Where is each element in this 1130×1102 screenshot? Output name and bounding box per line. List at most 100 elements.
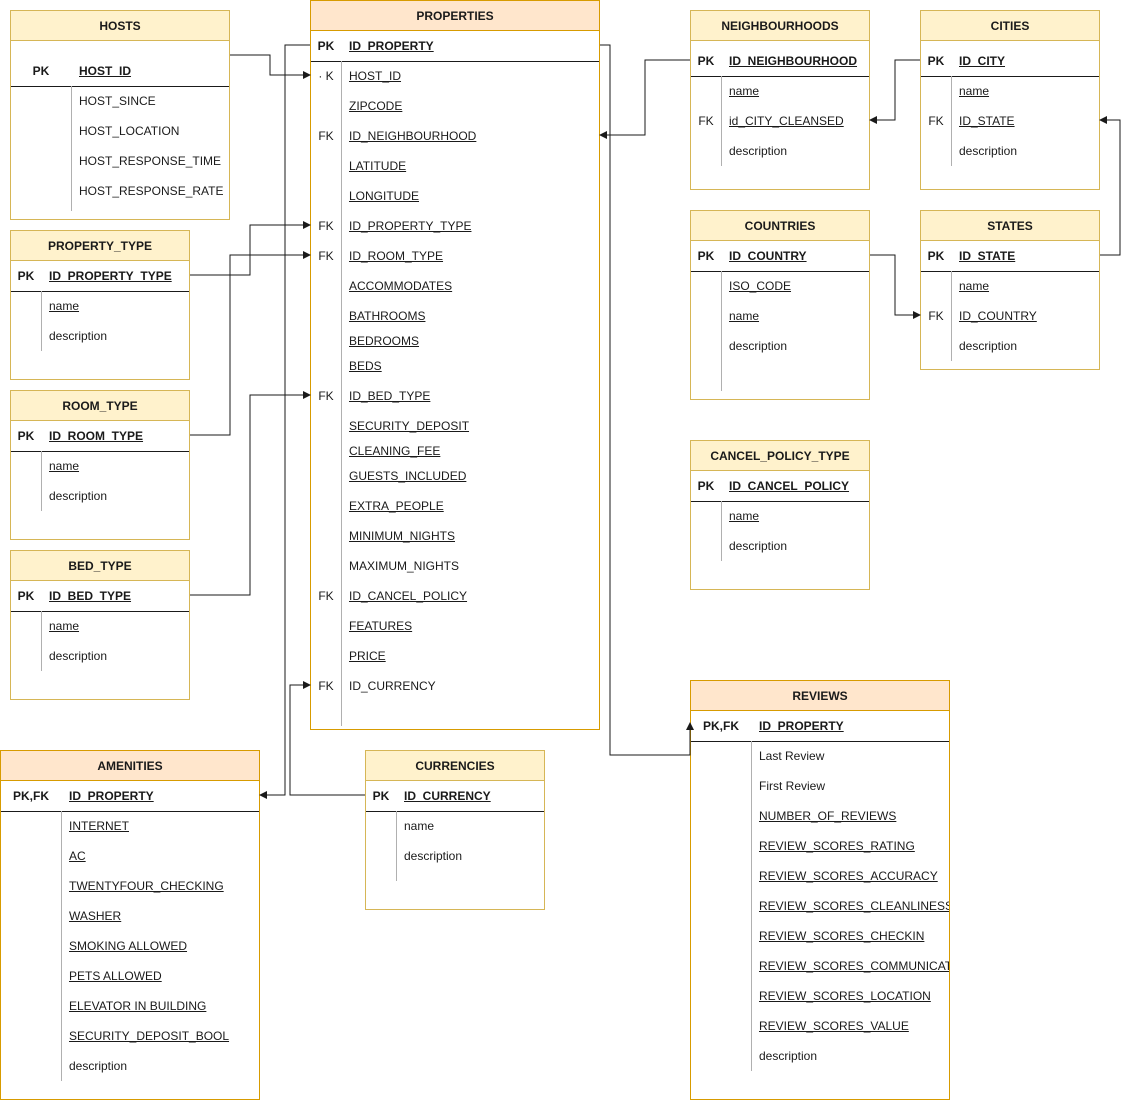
table-row[interactable]: REVIEW_SCORES_VALUE xyxy=(691,1011,949,1041)
table-row[interactable]: description xyxy=(921,331,1099,361)
link-bed-type-properties[interactable] xyxy=(190,391,311,596)
table-row[interactable]: CLEANING_FEE xyxy=(311,436,599,466)
link-hosts-properties[interactable] xyxy=(230,54,311,79)
table-row[interactable]: name xyxy=(691,501,869,531)
table-row[interactable]: LATITUDE xyxy=(311,151,599,181)
table-row[interactable]: REVIEW_SCORES_COMMUNICATION xyxy=(691,951,949,981)
table-row[interactable]: Last Review xyxy=(691,741,949,771)
table-row[interactable]: FEATURES xyxy=(311,611,599,641)
table-row[interactable]: AC xyxy=(1,841,259,871)
table-row[interactable]: First Review xyxy=(691,771,949,801)
table-row[interactable]: BEDS xyxy=(311,351,599,381)
table-row[interactable]: NUMBER_OF_REVIEWS xyxy=(691,801,949,831)
table-row[interactable]: description xyxy=(691,136,869,166)
table-row[interactable]: MAXIMUM_NIGHTS xyxy=(311,551,599,581)
table-row[interactable]: description xyxy=(691,531,869,561)
link-room-type-properties[interactable] xyxy=(190,251,311,436)
table-row[interactable]: INTERNET xyxy=(1,811,259,841)
table-row[interactable]: name xyxy=(691,301,869,331)
link-countries-states[interactable] xyxy=(870,254,921,319)
table-row[interactable]: GUESTS_INCLUDED xyxy=(311,461,599,491)
table-row[interactable]: name xyxy=(11,451,189,481)
table-row[interactable]: description xyxy=(11,641,189,671)
table-row[interactable]: MINIMUM_NIGHTS xyxy=(311,521,599,551)
link-states-cities[interactable] xyxy=(1099,116,1121,256)
table-row[interactable]: description xyxy=(366,841,544,871)
link-neighbourhoods-properties[interactable] xyxy=(599,59,690,139)
table-row[interactable]: ELEVATOR IN BUILDING xyxy=(1,991,259,1021)
table-row[interactable]: description xyxy=(691,331,869,361)
link-properties-amenities[interactable] xyxy=(259,44,310,799)
table-row[interactable]: ISO_CODE xyxy=(691,271,869,301)
table-row[interactable]: REVIEW_SCORES_ACCURACY xyxy=(691,861,949,891)
table-row[interactable]: name xyxy=(11,611,189,641)
link-cities-neighbourhoods[interactable] xyxy=(869,59,920,124)
table-row[interactable]: description xyxy=(691,1041,949,1071)
table-row[interactable]: HOST_LOCATION xyxy=(11,116,229,146)
table-row[interactable]: name xyxy=(366,811,544,841)
table-row[interactable]: REVIEW_SCORES_CLEANLINESS xyxy=(691,891,949,921)
table-row[interactable]: BEDROOMS xyxy=(311,326,599,356)
table-row[interactable]: HOST_SINCE xyxy=(11,86,229,116)
table-row[interactable]: REVIEW_SCORES_CHECKIN xyxy=(691,921,949,951)
table-row[interactable]: SMOKING ALLOWED xyxy=(1,931,259,961)
link-property-type-properties[interactable] xyxy=(190,221,311,276)
table-row[interactable]: HOST_RESPONSE_RATE xyxy=(11,176,229,206)
table-row[interactable]: REVIEW_SCORES_LOCATION xyxy=(691,981,949,1011)
table-row[interactable]: name xyxy=(691,76,869,106)
table-row[interactable]: description xyxy=(921,136,1099,166)
link-properties-reviews[interactable] xyxy=(600,44,694,756)
table-row[interactable]: EXTRA_PEOPLE xyxy=(311,491,599,521)
table-row[interactable]: name xyxy=(921,76,1099,106)
table-row[interactable]: ACCOMMODATES xyxy=(311,271,599,301)
table-row[interactable]: PRICE xyxy=(311,641,599,671)
table-row[interactable]: TWENTYFOUR_CHECKING xyxy=(1,871,259,901)
table-row[interactable]: SECURITY_DEPOSIT xyxy=(311,411,599,441)
table-row[interactable]: HOST_RESPONSE_TIME xyxy=(11,146,229,176)
table-row[interactable]: LONGITUDE xyxy=(311,181,599,211)
link-currencies-properties[interactable] xyxy=(289,681,365,796)
table-row[interactable]: description xyxy=(1,1051,259,1081)
table-row[interactable]: BATHROOMS xyxy=(311,301,599,331)
table-row[interactable]: PETS ALLOWED xyxy=(1,961,259,991)
table-row[interactable]: name xyxy=(921,271,1099,301)
table-row[interactable]: name xyxy=(11,291,189,321)
table-row[interactable]: WASHER xyxy=(1,901,259,931)
table-row[interactable]: REVIEW_SCORES_RATING xyxy=(691,831,949,861)
table-row[interactable]: ZIPCODE xyxy=(311,91,599,121)
